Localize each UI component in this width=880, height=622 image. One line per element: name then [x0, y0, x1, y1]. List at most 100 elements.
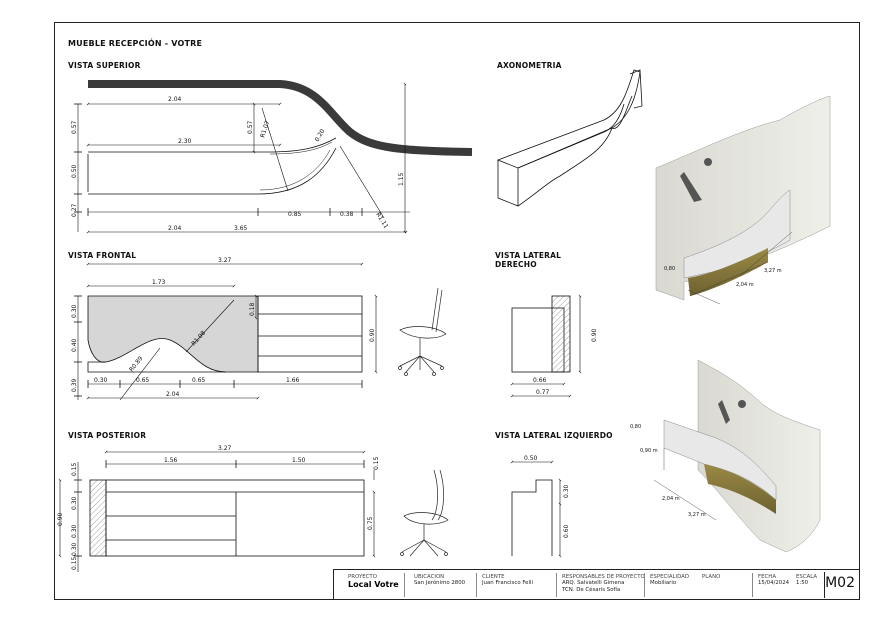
dim-label: 1.15 — [398, 172, 405, 186]
tb-escala: ESCALA 1:50 — [796, 574, 817, 587]
dim-label: 0.65 — [192, 377, 206, 384]
dim-label: 0.65 — [136, 377, 150, 384]
tb-cliente-value: Juan Francisco Felli — [482, 580, 533, 587]
tb-sheet-code: M02 — [825, 575, 855, 591]
tb-separator — [824, 572, 825, 598]
dim-label: 0.90 — [57, 512, 64, 526]
dim-label: 0.30 — [71, 542, 78, 556]
dim-label: 0.66 — [533, 377, 547, 384]
dim-label: 3.27 — [218, 445, 232, 452]
dim-label: 0.30 — [71, 304, 78, 318]
dim-label: 0.30 — [94, 377, 108, 384]
tb-separator — [752, 573, 753, 597]
tb-proyecto-value: Local Votre — [348, 580, 399, 590]
dim-label: 0.30 — [71, 496, 78, 510]
dim-label: 0.38 — [340, 211, 354, 218]
tb-ubicacion-value: San Jerónimo 2800 — [414, 580, 466, 587]
front-view-frontal — [74, 262, 378, 401]
view-label-frontal: VISTA FRONTAL — [68, 251, 137, 260]
tb-cliente-label: CLIENTE — [482, 574, 505, 580]
dim-label: 1.66 — [286, 377, 300, 384]
dim-label: 0.77 — [536, 389, 550, 396]
dim-label: 2.30 — [178, 138, 192, 145]
office-chair-drawing-rear — [400, 469, 449, 557]
dim-label: 0.18 — [249, 302, 256, 316]
wall-curve — [88, 80, 473, 156]
tb-ubicacion: UBICACION San Jerónimo 2800 — [414, 574, 465, 587]
tb-responsable-2: TCN. De Césaris Sofía — [562, 586, 621, 593]
dim-label: 0.39 — [71, 378, 78, 392]
dim-label: 0.90 — [369, 328, 376, 342]
dim-label: 0.30 — [71, 524, 78, 538]
dim-label: R1.11 — [374, 211, 389, 230]
dim-label: 3,27 m — [688, 512, 706, 518]
side-view-left-labels: 0.50 0.30 0.60 — [524, 455, 570, 538]
render-perspective-1 — [655, 95, 831, 305]
render-perspective-2 — [653, 359, 821, 553]
dim-label: 0.50 — [71, 164, 78, 178]
dim-label: R0.89 — [128, 355, 144, 373]
tb-separator — [556, 573, 557, 597]
drawing-sheet-frame — [54, 22, 860, 600]
dim-label: 0.90 — [591, 328, 598, 342]
tb-separator — [404, 573, 405, 597]
dim-label: 3.65 — [234, 225, 248, 232]
view-label-axonometria: AXONOMETRIA — [497, 61, 562, 70]
dim-label: 1.50 — [292, 457, 306, 464]
view-label-posterior: VISTA POSTERIOR — [68, 431, 147, 440]
dim-label: 0.50 — [524, 455, 538, 462]
side-view-left — [510, 460, 562, 558]
tb-proyecto-label: PROYECTO — [348, 574, 377, 580]
dim-label: 2.04 — [168, 225, 182, 232]
tb-especialidad-label: ESPECIALIDAD — [650, 574, 690, 580]
view-label-lateral-izquierdo: VISTA LATERAL IZQUIERDO — [495, 431, 613, 440]
plan-view-dimension-labels: 2.04 2.30 2.04 0.85 0.38 3.65 0.57 0.50 … — [71, 96, 405, 232]
sheet-title: MUEBLE RECEPCIÓN - VOTRE — [68, 39, 203, 48]
front-curved-panel — [87, 295, 259, 373]
dim-label: 3,27 m — [764, 268, 782, 274]
plan-view-superior — [74, 80, 473, 234]
tb-responsable-1: ARQ. Salvatelli Gimena — [562, 580, 625, 587]
tb-ubicacion-label: UBICACION — [414, 574, 445, 580]
tb-plano: PLANO — [702, 574, 720, 580]
render-1-labels: 0,80 2,04 m 3,27 m — [664, 266, 782, 288]
tb-fecha: FECHA 15/04/2024 — [758, 574, 789, 587]
tb-especialidad: ESPECIALIDAD Mobiliario — [650, 574, 689, 587]
dim-label: 0,80 — [664, 266, 675, 272]
counter-top-outline — [88, 137, 337, 195]
dim-label: 0,80 — [630, 424, 641, 430]
side-view-right — [510, 294, 582, 398]
tb-especialidad-value: Mobiliario — [650, 580, 677, 587]
render-wall-2 — [697, 359, 821, 553]
tb-responsables-label: RESPONSABLES DE PROYECTO — [562, 574, 645, 580]
view-label-superior: VISTA SUPERIOR — [68, 61, 141, 70]
dim-label: 0.40 — [71, 338, 78, 352]
tb-fecha-value: 15/04/2024 — [758, 580, 790, 587]
tb-escala-label: ESCALA — [796, 574, 818, 580]
dim-label: 0.15 — [71, 556, 78, 570]
dim-label: 0.20 — [314, 128, 327, 143]
dim-label: 0.75 — [367, 516, 374, 530]
office-chair-drawing — [398, 287, 447, 376]
dim-label: 1.73 — [152, 279, 166, 286]
dim-label: 0.85 — [288, 211, 302, 218]
tb-plano-label: PLANO — [702, 574, 721, 580]
dim-label: 0.57 — [71, 120, 78, 134]
title-block: PROYECTO Local Votre UBICACION San Jerón… — [333, 569, 860, 600]
tb-fecha-label: FECHA — [758, 574, 777, 580]
dim-label: 3.27 — [218, 257, 232, 264]
render-2-labels: 0,80 0,90 m 2,04 m 3,27 m — [630, 424, 706, 518]
tb-escala-value: 1:50 — [796, 580, 809, 587]
side-view-right-labels: 0.66 0.77 0.90 — [533, 328, 598, 396]
dim-label: R1.07 — [259, 120, 271, 139]
dim-label: 0.15 — [373, 456, 380, 470]
dim-label: 2,04 m — [662, 496, 680, 502]
dim-label: 2,04 m — [736, 282, 754, 288]
dim-label: 2.04 — [168, 96, 182, 103]
dim-label: 0,90 m — [640, 448, 658, 454]
tb-separator — [476, 573, 477, 597]
rear-view-dimension-labels: 3.27 1.56 1.50 0.15 0.30 0.30 0.15 0.90 … — [57, 445, 380, 570]
tb-separator — [644, 573, 645, 597]
view-label-lateral-derecho: VISTA LATERAL DERECHO — [495, 251, 562, 270]
